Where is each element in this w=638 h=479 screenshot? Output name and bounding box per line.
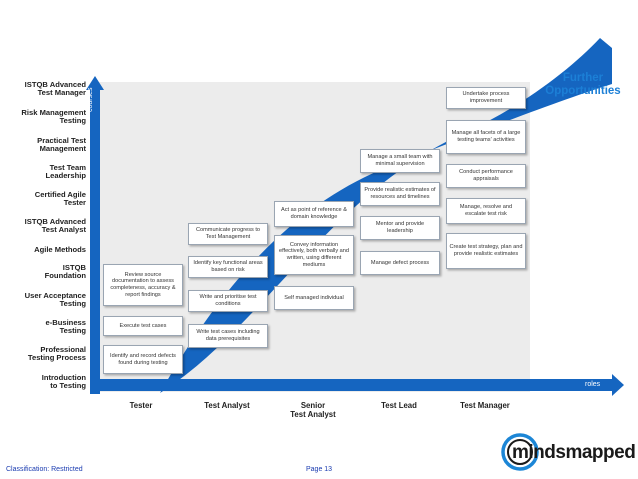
tester-box-execute-tests: Execute test cases [103,316,183,336]
manager-box-process-improvement: Undertake process improvement [446,87,526,109]
role-label-tester: Tester [129,401,153,410]
role-label-test-analyst: Test Analyst [204,401,250,410]
x-axis-label: roles [585,381,601,388]
course-label-agile-methods: Agile Methods [34,245,86,254]
lead-box-estimates: Provide realistic estimates of resources… [360,182,440,206]
course-label-istqb-foundation: ISTQB Foundation [44,263,86,281]
analyst-box-write-conditions: Write and prioritise test conditions [188,290,268,312]
analyst-box-identify-areas: Identify key functional areas based on r… [188,256,268,278]
senior-box-convey-information: Convey information effectively, both ver… [274,235,354,275]
mindsmapped-logo: mindsmapped [498,430,636,474]
analyst-box-communicate-progress: Communicate progress to Test Management [188,223,268,245]
x-axis-bar [90,379,614,391]
manager-box-test-strategy: Create test strategy, plan and provide r… [446,233,526,269]
course-label-istqb-advanced-test-manager: ISTQB Advanced Test Manager [24,80,86,98]
course-label-risk-management-testing: Risk Management Testing [21,108,86,126]
course-label-practical-test-management: Practical Test Management [37,136,86,154]
course-label-user-acceptance-testing: User Acceptance Testing [24,291,86,309]
tester-box-review-source: Review source documentation to assess co… [103,264,183,306]
y-axis-label: courses [87,87,94,112]
course-label-introduction-to-testing: Introduction to Testing [41,373,86,391]
y-axis-arrowhead [86,76,104,90]
senior-box-self-managed: Self managed individual [274,286,354,310]
course-label-test-team-leadership: Test Team Leadership [45,163,86,181]
further-opportunities-label: Further Opportunities [545,72,621,97]
role-label-senior-test-analyst: Senior Test Analyst [290,401,336,419]
x-axis-arrowhead [612,374,624,396]
y-axis-bar [90,88,100,394]
role-column-tester [96,82,186,392]
mindsmapped-logo-text: mindsmapped [512,442,636,463]
senior-box-point-of-reference: Act as point of reference & domain knowl… [274,201,354,227]
course-label-certified-agile-tester: Certified Agile Tester [34,190,86,208]
analyst-box-write-test-cases: Write test cases including data prerequi… [188,324,268,348]
course-label-e-business-testing: e-Business Testing [45,318,86,336]
footer-classification: Classification: Restricted [6,466,83,473]
course-label-istqb-advanced-test-analyst: ISTQB Advanced Test Analyst [24,217,86,235]
manager-box-manage-teams: Manage all facets of a large testing tea… [446,120,526,154]
role-label-test-manager: Test Manager [460,401,510,410]
lead-box-mentor: Mentor and provide leadership [360,216,440,240]
footer-page-number: Page 13 [306,466,333,473]
lead-box-defect-process: Manage defect process [360,251,440,275]
course-label-professional-testing-process: Professional Testing Process [27,345,86,363]
tester-box-record-defects: Identify and record defects found during… [103,345,183,374]
manager-box-test-risk: Manage, resolve and escalate test risk [446,198,526,224]
lead-box-manage-team: Manage a small team with minimal supervi… [360,149,440,173]
role-label-test-lead: Test Lead [381,401,417,410]
manager-box-appraisals: Conduct performance appraisals [446,164,526,188]
